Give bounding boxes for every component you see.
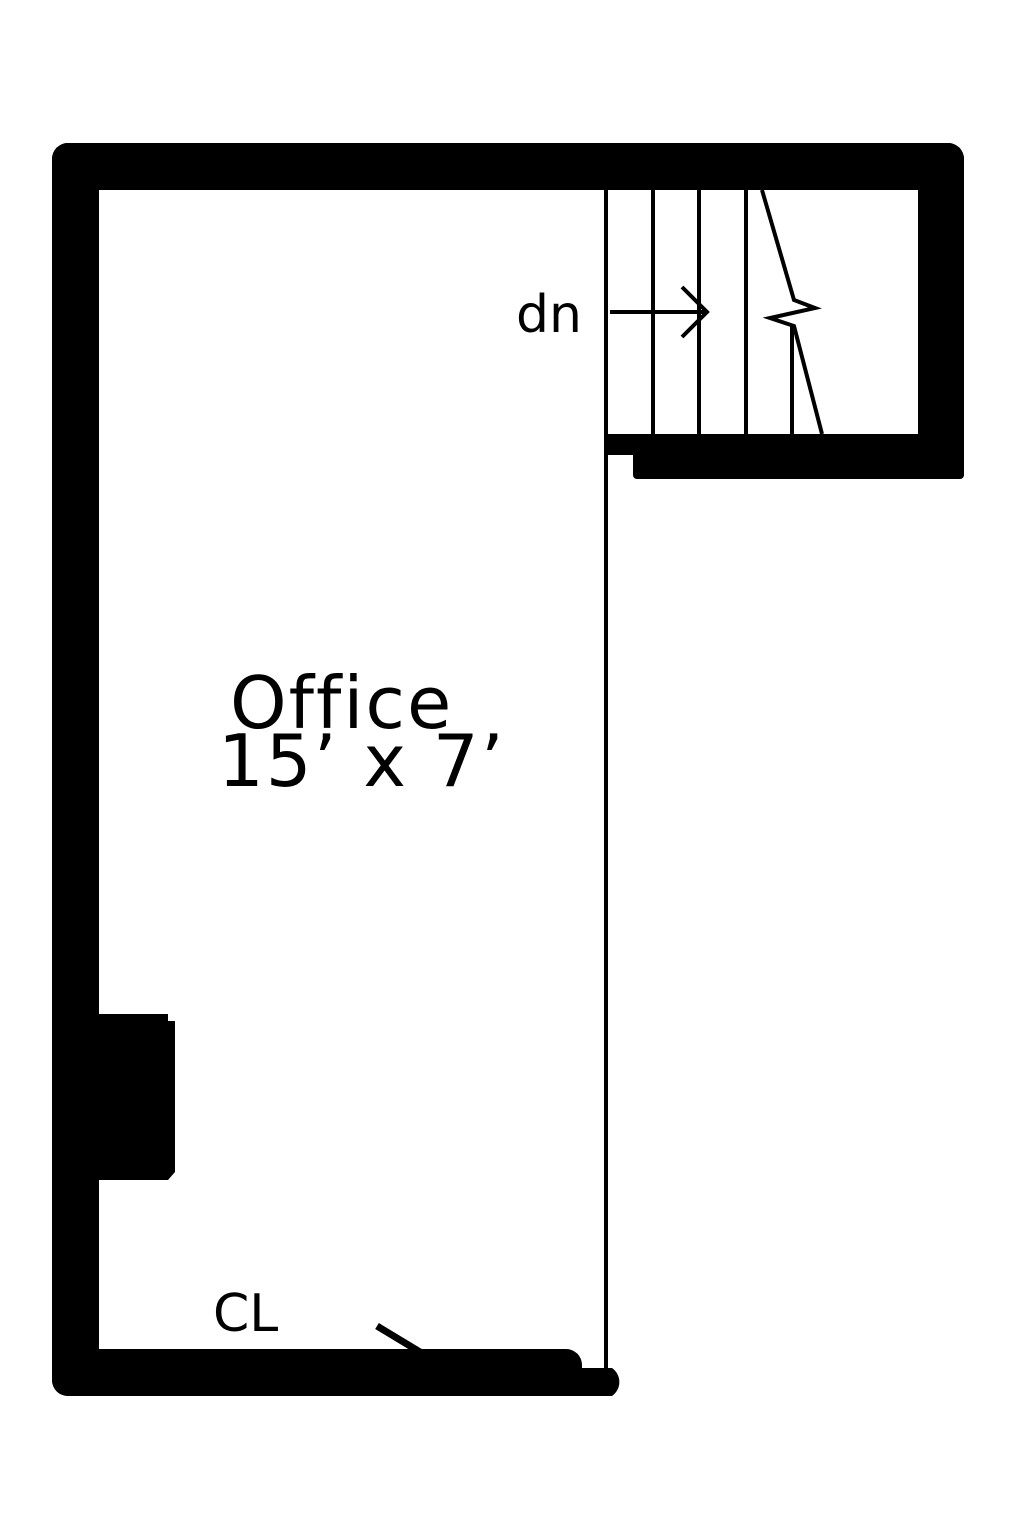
closet-door-mark <box>375 1323 422 1355</box>
down-arrow-icon <box>610 285 710 339</box>
stair-bottom-wall <box>633 434 964 479</box>
top-wall <box>52 143 964 190</box>
room-dimensions: 15’ x 7’ <box>218 719 506 803</box>
fireplace-block <box>99 1014 175 1180</box>
left-wall <box>52 143 99 1396</box>
closet-label: CL <box>213 1284 278 1344</box>
room-name: Office <box>230 661 453 745</box>
stair-break-line <box>760 189 824 435</box>
stair-right-wall <box>918 143 964 479</box>
bottom-wall <box>52 1349 582 1396</box>
stair-direction-label: dn <box>516 285 582 345</box>
interior-fill <box>99 190 918 1349</box>
bottom-wall-end <box>560 1368 620 1396</box>
